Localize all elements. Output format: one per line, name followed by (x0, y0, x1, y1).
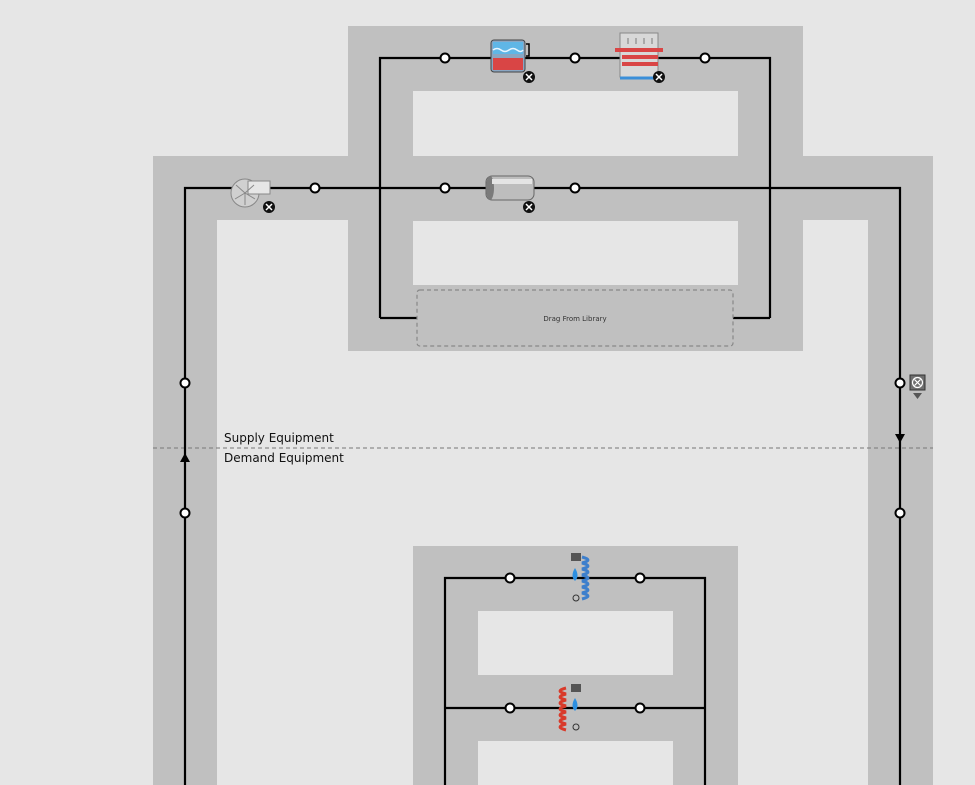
nodes (179, 52, 906, 714)
cooling-tower-icon[interactable] (615, 32, 665, 83)
node[interactable] (634, 702, 646, 714)
flow-arrow-down-icon (895, 434, 905, 443)
setpoint-manager-icon[interactable] (909, 374, 926, 399)
supply-equipment-label: Supply Equipment (224, 431, 334, 445)
node[interactable] (439, 182, 451, 194)
drop-zone[interactable]: Drag From Library (416, 289, 734, 347)
node[interactable] (179, 507, 191, 519)
node[interactable] (634, 572, 646, 584)
node[interactable] (894, 377, 906, 389)
node[interactable] (504, 572, 516, 584)
node[interactable] (699, 52, 711, 64)
supply-loop-bands (153, 26, 933, 785)
node[interactable] (894, 507, 906, 519)
electric-heating-coil-icon[interactable] (558, 684, 581, 732)
flow-arrow-up-icon (180, 453, 190, 462)
demand-equipment-label: Demand Equipment (224, 451, 344, 465)
node[interactable] (569, 182, 581, 194)
node[interactable] (179, 377, 191, 389)
water-heater-icon[interactable] (490, 39, 535, 83)
drop-zone-label: Drag From Library (543, 315, 606, 323)
node[interactable] (439, 52, 451, 64)
node[interactable] (309, 182, 321, 194)
node[interactable] (504, 702, 516, 714)
pump-icon[interactable] (230, 178, 275, 213)
node[interactable] (569, 52, 581, 64)
pipe-icon[interactable] (485, 175, 535, 213)
gas-heating-coil-icon[interactable] (571, 553, 590, 602)
